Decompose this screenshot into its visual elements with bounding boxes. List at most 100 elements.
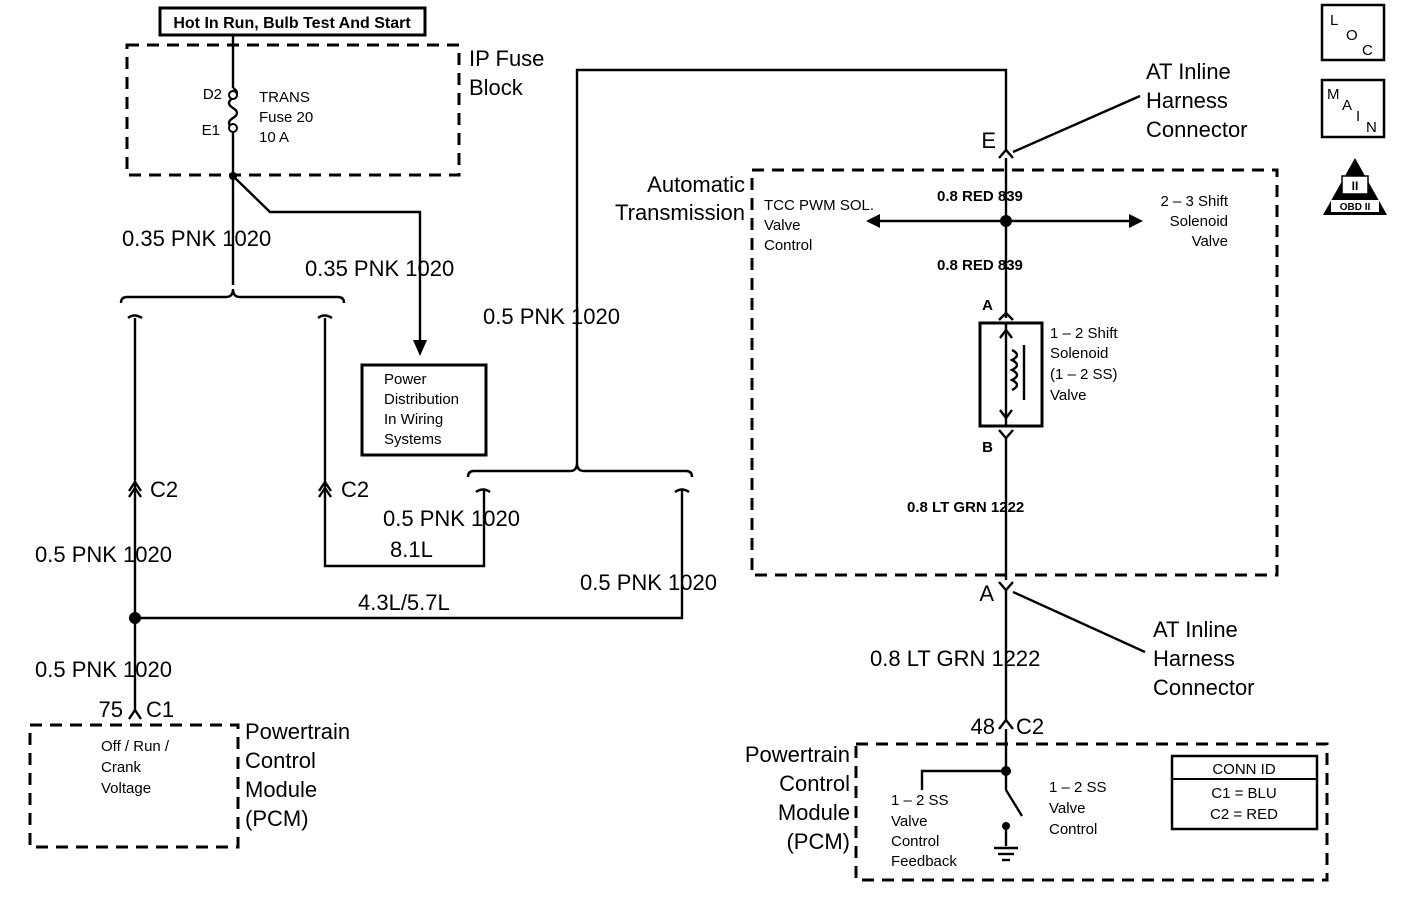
option-tick-81l <box>475 488 491 494</box>
power-source-label: Hot In Run, Bulb Test And Start <box>173 15 411 32</box>
pcm-left-inner-2: Crank <box>101 759 142 776</box>
pcm-right-fb-1: 1 – 2 SS <box>891 792 949 809</box>
automatic-transmission-outline <box>750 168 1279 577</box>
option-tick-left <box>127 314 143 320</box>
solenoid-pin-b-label: B <box>982 439 993 456</box>
loc-icon: L O C <box>1320 3 1386 62</box>
at-inline-bottom-1: AT Inline <box>1153 617 1238 642</box>
at-inline-bottom-leader <box>1012 590 1146 654</box>
connector-c2-mid-icon-2 <box>318 485 332 498</box>
connector-pcm-left-icon <box>128 707 142 720</box>
power-distribution-line2: Distribution <box>384 391 459 408</box>
solenoid-12-arrow-up-icon <box>999 328 1013 339</box>
option-tick-mid <box>317 314 333 320</box>
connector-a-label: A <box>979 581 994 606</box>
wire-tcc-lower-label: 0.8 RED 839 <box>937 257 1023 274</box>
conn-id-row-2: C2 = RED <box>1210 806 1278 823</box>
fuse-name-label: TRANS <box>259 89 310 106</box>
at-inline-top-3: Connector <box>1146 117 1248 142</box>
main-icon-n: N <box>1366 119 1377 136</box>
shift-12-line4: Valve <box>1050 387 1086 404</box>
connector-c2-mid-label: C2 <box>341 477 369 502</box>
automatic-transmission-title-2: Transmission <box>615 200 745 225</box>
tcc-pwm-line1: TCC PWM SOL. <box>764 197 874 214</box>
ip-fuse-block-outline <box>125 43 461 177</box>
solenoid-pin-a-label: A <box>982 297 993 314</box>
obd-ii-icon: II OBD II <box>1323 158 1387 215</box>
pcm-right-title-4: (PCM) <box>786 829 850 854</box>
pcm-left-title-2: Control <box>245 748 316 773</box>
fuse-rating-label: 10 A <box>259 129 289 146</box>
wire-ss-out-label: 0.8 LT GRN 1222 <box>907 499 1024 516</box>
pcm-right-title-3: Module <box>778 800 850 825</box>
main-icon: M A I N <box>1320 78 1386 139</box>
solenoid-connector-b-icon <box>998 429 1014 440</box>
at-inline-bottom-2: Harness <box>1153 646 1235 671</box>
brace-mid-options <box>466 462 694 478</box>
solenoid-connector-a-icon <box>998 311 1014 321</box>
power-distribution-line1: Power <box>384 371 427 388</box>
solenoid-12-arrow-down-icon <box>999 409 1013 420</box>
wire-to-power-distribution <box>232 175 422 345</box>
pcm-right-conn-label: C2 <box>1016 714 1044 739</box>
pcm-right-title-2: Control <box>779 771 850 796</box>
wire-to-power-distribution-label: 0.35 PNK 1020 <box>305 256 454 281</box>
pcm-right-fb-3: Control <box>891 833 939 850</box>
brace-left-options <box>119 288 346 304</box>
pcm-right-ctl-2: Valve <box>1049 800 1085 817</box>
shift-23-line2: Solenoid <box>1170 213 1228 230</box>
conn-id-row-1: C1 = BLU <box>1211 785 1276 802</box>
power-distribution-box <box>360 363 488 457</box>
obd-ii-numeral: II <box>1352 179 1359 193</box>
wire-8-1l-label: 0.5 PNK 1020 <box>383 506 520 531</box>
connector-c2-left-icon <box>128 479 142 492</box>
wire-pcm-feedback <box>920 769 1006 790</box>
conn-id-table: CONN ID C1 = BLU C2 = RED <box>1170 754 1319 831</box>
shift-23-line1: 2 – 3 Shift <box>1160 193 1228 210</box>
wire-left-mid-label: 0.5 PNK 1020 <box>35 542 172 567</box>
ip-fuse-block-title-2: Block <box>469 75 524 100</box>
pcm-right-outline <box>854 742 1329 882</box>
connector-a-icon <box>998 581 1014 592</box>
pcm-right-fb-4: Feedback <box>891 853 957 870</box>
automatic-transmission-title-1: Automatic <box>647 172 745 197</box>
pcm-right-ctl-3: Control <box>1049 821 1097 838</box>
pcm-left-title-3: Module <box>245 777 317 802</box>
pcm-right-fb-2: Valve <box>891 813 927 830</box>
at-inline-top-2: Harness <box>1146 88 1228 113</box>
fuse-pin-e1-label: E1 <box>202 122 220 139</box>
pcm-switch-icon <box>1004 789 1024 817</box>
power-distribution-line3: In Wiring <box>384 411 443 428</box>
solenoid-12-coil-icon <box>1009 348 1019 392</box>
shift-23-line3: Valve <box>1192 233 1228 250</box>
pcm-left-inner-3: Voltage <box>101 780 151 797</box>
wire-8-1l-loop <box>323 318 486 568</box>
tcc-pwm-line2: Valve <box>764 217 800 234</box>
wire-4-3l-label: 0.5 PNK 1020 <box>580 570 717 595</box>
shift-12-line2: Solenoid <box>1050 345 1108 362</box>
shift-12-line1: 1 – 2 Shift <box>1050 325 1118 342</box>
wire-4-3l-5-7l <box>135 490 684 620</box>
solenoid-12-body <box>978 321 1044 428</box>
at-inline-top-1: AT Inline <box>1146 59 1231 84</box>
power-distribution-line4: Systems <box>384 431 442 448</box>
fuse-number-label: Fuse 20 <box>259 109 313 126</box>
at-inline-top-leader <box>1012 94 1141 154</box>
conn-id-title: CONN ID <box>1212 761 1276 778</box>
wire-fuse-out-label: 0.35 PNK 1020 <box>122 226 271 251</box>
loc-icon-l: L <box>1330 12 1338 29</box>
pcm-right-pin-label: 48 <box>971 714 995 739</box>
connector-c2-left-label: C2 <box>150 477 178 502</box>
pcm-left-title-4: (PCM) <box>245 806 309 831</box>
loc-icon-c: C <box>1362 42 1373 59</box>
connector-pcm-right-icon <box>998 718 1014 730</box>
pcm-right-title-1: Powertrain <box>745 742 850 767</box>
engine-option-4-3l-5-7l: 4.3L/5.7L <box>358 590 450 615</box>
arrow-23-shift-icon <box>1129 214 1143 228</box>
fuse-pin-d2-label: D2 <box>203 86 222 103</box>
wire-to-transmission <box>575 68 1008 463</box>
wire-to-trans-label: 0.5 PNK 1020 <box>483 304 620 329</box>
wire-to-pcm-right-label: 0.8 LT GRN 1222 <box>870 646 1040 671</box>
at-inline-bottom-3: Connector <box>1153 675 1255 700</box>
